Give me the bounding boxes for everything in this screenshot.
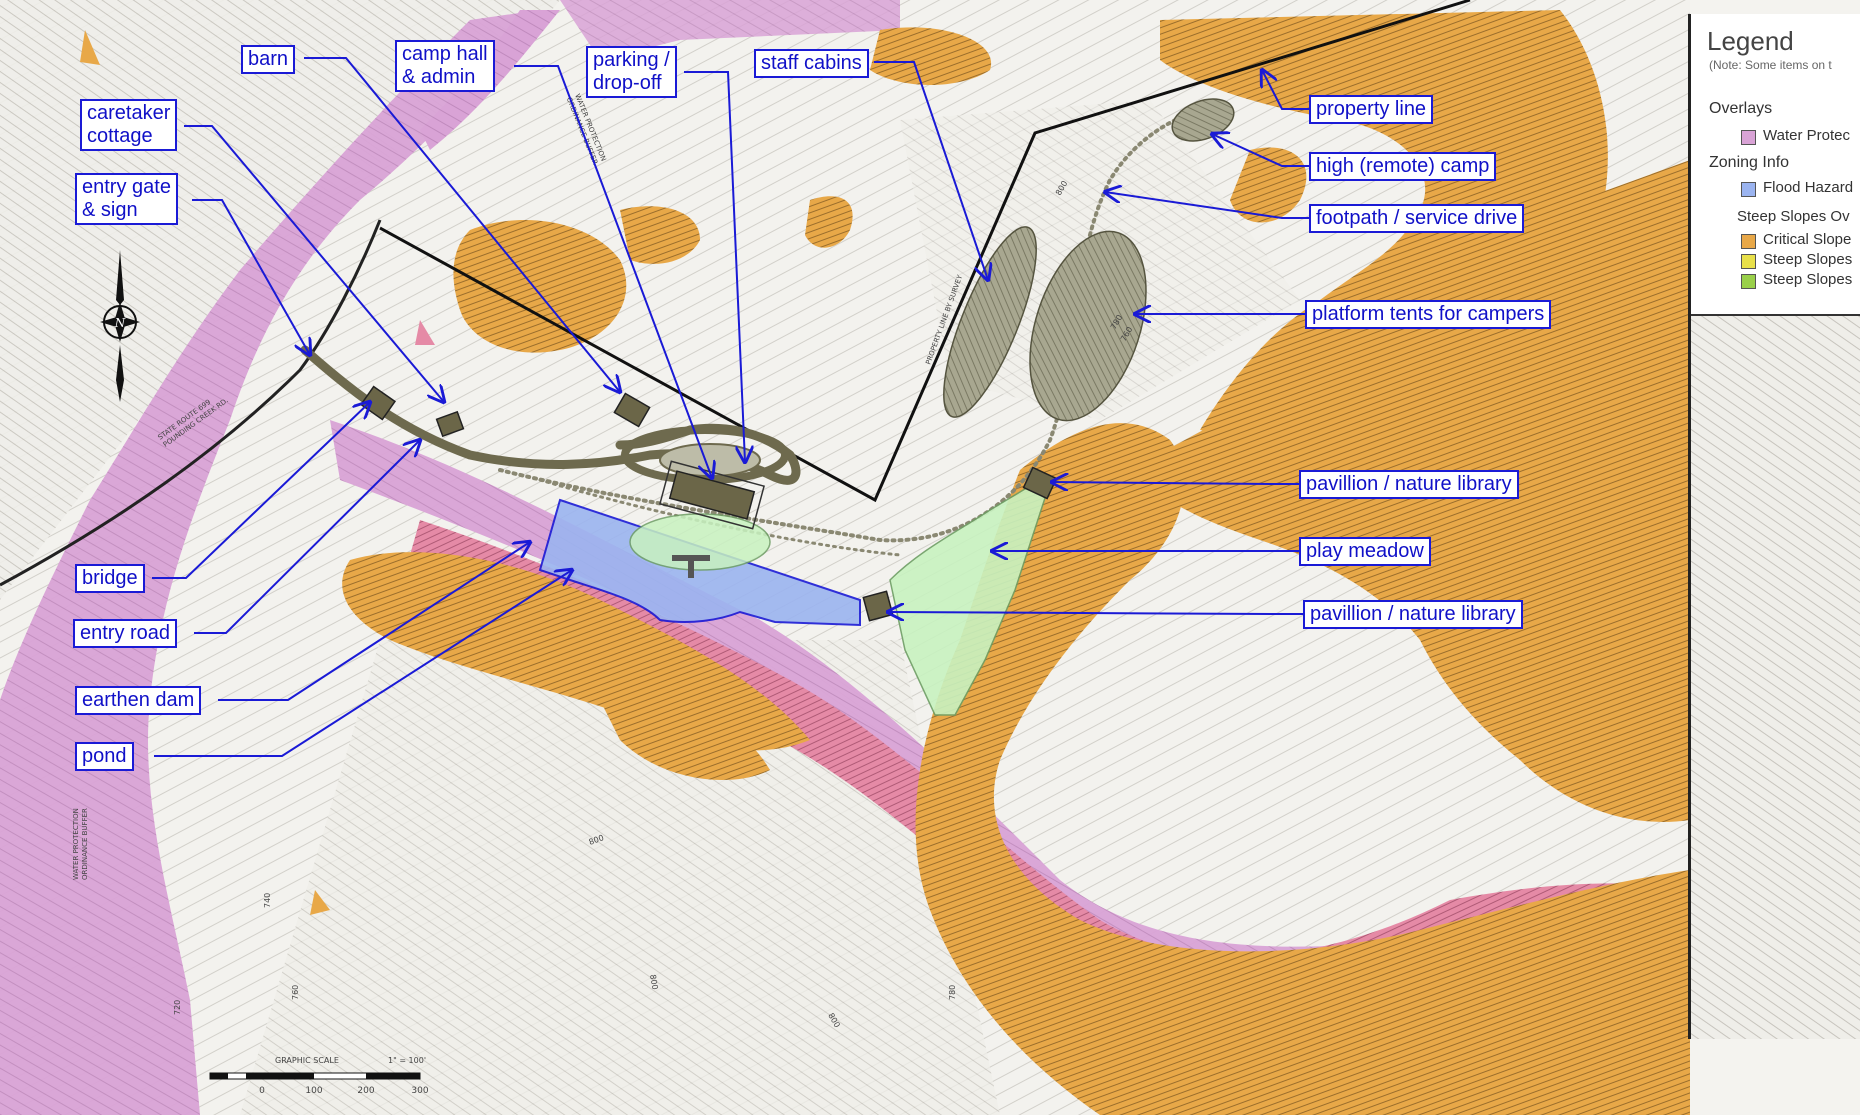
- legend-critical: Critical Slope: [1763, 231, 1852, 248]
- pavillion-2-building: [862, 590, 894, 622]
- critical-slope-dam: [342, 552, 810, 751]
- callout-pavillion-1: pavillion / nature library: [1299, 470, 1519, 499]
- camp-hall-outline: [659, 460, 765, 530]
- critical-slope-tiny-1: [80, 30, 100, 65]
- leader-bridge: [152, 402, 370, 579]
- leader-pavillion-2: [888, 612, 1306, 614]
- contour-label-7: 800: [648, 974, 660, 991]
- critical-slope-small-2: [805, 196, 853, 248]
- scale-title: GRAPHIC SCALE: [275, 1056, 339, 1065]
- callout-camp-hall: camp hall & admin: [395, 40, 495, 92]
- contour-label-3: 780: [948, 985, 957, 1000]
- callout-parking: parking / drop-off: [586, 46, 677, 98]
- legend-panel: Legend (Note: Some items on t Overlays W…: [1688, 14, 1860, 1039]
- critical-slope-north: [1160, 10, 1608, 433]
- dock-head: [672, 555, 710, 561]
- legend-steep2: Steep Slopes: [1763, 271, 1853, 288]
- platform-tents-area: [1029, 230, 1147, 422]
- contour-label-2: 760: [291, 985, 300, 1000]
- callout-footpath: footpath / service drive: [1309, 204, 1525, 233]
- legend-swatch-critical: [1741, 234, 1756, 249]
- critical-slope-small-1: [620, 206, 700, 264]
- leader-camp-hall: [514, 65, 712, 478]
- leader-staff-cabins: [874, 61, 988, 280]
- critical-slope-southeast: [915, 423, 1690, 1115]
- callout-staff-cabins: staff cabins: [754, 49, 869, 78]
- contour-label-1: 740: [263, 893, 272, 908]
- legend-swatch-steep1: [1741, 254, 1756, 269]
- critical-slope-small-5: [600, 698, 770, 780]
- footpath: [498, 103, 1222, 543]
- pond-meadow: [629, 513, 771, 571]
- callout-platform-tents: platform tents for campers: [1305, 300, 1552, 329]
- water-buffer-north-edge: [560, 0, 900, 60]
- callout-property-line: property line: [1309, 95, 1434, 124]
- legend-title: Legend: [1707, 26, 1794, 56]
- legend-swatch-steep2: [1741, 274, 1756, 289]
- leader-parking: [684, 71, 745, 462]
- leader-pond: [154, 570, 572, 757]
- north-arrow-icon: N: [100, 250, 140, 402]
- callout-caretaker: caretaker cottage: [80, 99, 178, 151]
- callout-pond: pond: [75, 742, 134, 771]
- callout-entry-road: entry road: [73, 619, 178, 648]
- state-route: [0, 219, 382, 587]
- footpath-lower: [538, 478, 902, 557]
- buffer-left-line2: ORDINANCE BUFFER: [81, 808, 89, 880]
- leader-caretaker: [184, 125, 444, 402]
- leader-barn: [304, 57, 620, 392]
- callout-barn: barn: [241, 45, 296, 74]
- leader-lines: [152, 57, 1312, 757]
- callout-entry-gate: entry gate & sign: [75, 173, 178, 225]
- legend-overlays-heading: Overlays: [1709, 100, 1773, 117]
- legend-water: Water Protec: [1763, 127, 1850, 144]
- scale-ratio: 1" = 100': [388, 1056, 426, 1065]
- critical-slope-small-4: [870, 27, 992, 85]
- critical-slope-tiny-2: [310, 890, 330, 915]
- leader-earthen-dam: [218, 542, 530, 701]
- staff-cabins-area: [943, 226, 1037, 418]
- legend-flood: Flood Hazard: [1763, 179, 1854, 196]
- legend-steep-heading: Steep Slopes Ov: [1737, 208, 1850, 225]
- caretaker-cottage-building: [435, 410, 465, 438]
- water-buffer-main: [0, 10, 540, 1115]
- terrain-south: [240, 640, 1000, 1115]
- buffer-label-left: WATER PROTECTION ORDINANCE BUFFER: [72, 806, 89, 880]
- callout-high-camp: high (remote) camp: [1309, 152, 1497, 181]
- critical-slope-hall: [453, 220, 627, 353]
- leader-pavillion-1: [1052, 482, 1302, 484]
- legend-note: (Note: Some items on t: [1709, 58, 1832, 72]
- svg-text:N: N: [114, 316, 126, 330]
- steep-tiny: [415, 320, 435, 345]
- leader-property-line: [1262, 70, 1312, 110]
- contour-label-5: 720: [173, 1000, 182, 1015]
- callout-bridge: bridge: [75, 564, 145, 593]
- callout-earthen-dam: earthen dam: [75, 686, 202, 715]
- callout-pavillion-2: pavillion / nature library: [1303, 600, 1523, 629]
- graphic-scale: GRAPHIC SCALE 1" = 100' 0 100 200 300: [209, 1056, 429, 1096]
- legend-swatch-water: [1741, 130, 1756, 145]
- dock: [688, 558, 694, 578]
- scale-tick-300: 300: [411, 1086, 428, 1096]
- legend-inset-topo: [1691, 314, 1860, 1039]
- buffer-left-line1: WATER PROTECTION: [72, 808, 80, 880]
- scale-tick-200: 200: [357, 1086, 374, 1096]
- scale-tick-0: 0: [259, 1086, 265, 1096]
- property-line: [379, 0, 1471, 503]
- scale-tick-100: 100: [305, 1086, 322, 1096]
- leader-entry-road: [194, 440, 420, 634]
- callout-play-meadow: play meadow: [1299, 537, 1431, 566]
- legend-swatch-flood: [1741, 182, 1756, 197]
- legend-zoning-heading: Zoning Info: [1709, 154, 1790, 171]
- leader-footpath: [1105, 192, 1312, 219]
- leader-high-camp: [1212, 134, 1312, 167]
- leader-entry-gate: [192, 199, 310, 355]
- legend-steep1: Steep Slopes: [1763, 251, 1853, 268]
- barn-building: [613, 392, 651, 428]
